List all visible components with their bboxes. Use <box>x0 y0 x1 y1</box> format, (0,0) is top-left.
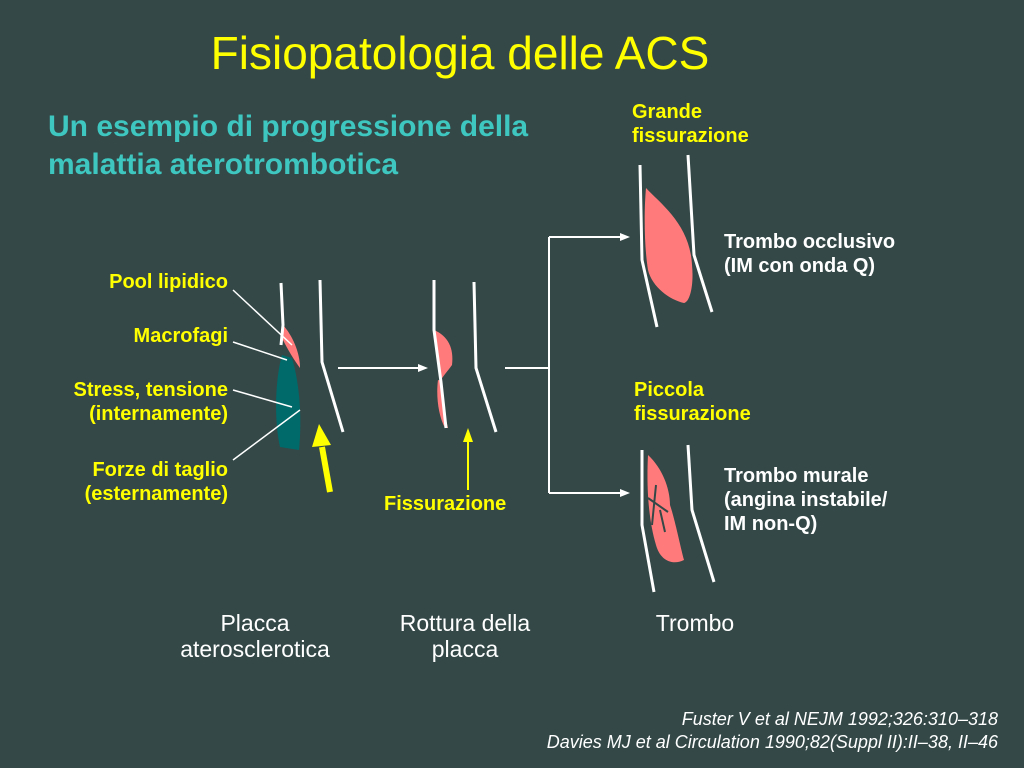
occlusive-thrombus-shape <box>644 188 693 303</box>
vessel-wall-left-4 <box>640 450 656 593</box>
label-piccola-fissurazione: Piccola fissurazione <box>634 378 751 426</box>
label-murale-line-1: Trombo murale <box>724 465 869 487</box>
vessel-wall-right-4 <box>686 444 716 583</box>
rupture-vessel <box>432 280 498 433</box>
label-trombo-murale: Trombo murale (angina instabile/ IM non-… <box>724 464 887 536</box>
label-pool-lipidico: Pool lipidico <box>109 271 228 293</box>
slide-title: Fisiopatologia delle ACS <box>210 27 710 79</box>
label-grande-line-2: fissurazione <box>632 125 749 147</box>
caption-placca-line-1: Placca <box>220 610 290 636</box>
label-forze-line-2: (esternamente) <box>84 483 228 505</box>
lipid-pool-shape <box>283 325 300 368</box>
shear-stress-arrow <box>312 424 333 493</box>
plaque-vessel <box>276 279 345 450</box>
caption-rottura: Rottura della placca <box>370 610 560 662</box>
label-forze-line-1: Forze di taglio <box>92 459 228 481</box>
pointer-macrofagi <box>232 341 288 361</box>
vessel-wall-left-3 <box>638 164 659 328</box>
label-grande-line-1: Grande <box>632 101 703 123</box>
reference-2: Davies MJ et al Circulation 1990;82(Supp… <box>546 732 998 752</box>
occlusive-vessel <box>638 154 714 328</box>
caption-placca-line-2: aterosclerotica <box>180 636 330 662</box>
label-piccola-line-1: Piccola <box>634 379 705 401</box>
label-macrofagi: Macrofagi <box>133 325 228 347</box>
label-occlusivo-line-2: (IM con onda Q) <box>724 255 876 277</box>
label-stress-line-2: (internamente) <box>89 403 228 425</box>
label-murale-line-2: (angina instabile/ <box>724 489 888 511</box>
pointer-forze <box>232 409 301 461</box>
caption-placca: Placca aterosclerotica <box>155 610 355 662</box>
mural-thrombus-shape <box>647 455 684 563</box>
vessel-wall-left-2 <box>432 280 448 429</box>
label-fissurazione: Fissurazione <box>384 493 507 515</box>
label-murale-line-3: IM non-Q) <box>724 513 818 535</box>
pointer-pool <box>232 289 293 346</box>
references: Fuster V et al NEJM 1992;326:310–318 Dav… <box>298 708 998 754</box>
fissure-arrow <box>463 428 473 490</box>
reference-1: Fuster V et al NEJM 1992;326:310–318 <box>681 709 998 729</box>
mural-vessel <box>640 444 716 593</box>
subtitle-line-1: Un esempio di progressione della <box>48 110 529 143</box>
rupture-lipid <box>434 330 453 380</box>
mural-inner-lines <box>647 484 669 533</box>
label-piccola-line-2: fissurazione <box>634 403 751 425</box>
caption-rottura-line-2: placca <box>431 636 499 662</box>
vessel-wall-right <box>318 279 345 433</box>
label-forze: Forze di taglio (esternamente) <box>10 458 228 506</box>
subtitle-line-2: malattia aterotrombotica <box>48 148 399 181</box>
label-stress-line-1: Stress, tensione <box>73 379 228 401</box>
label-grande-fissurazione: Grande fissurazione <box>632 100 749 148</box>
vessel-wall-left <box>279 282 285 346</box>
arrow-to-rupture <box>338 364 428 372</box>
caption-trombo: Trombo <box>655 610 735 636</box>
caption-rottura-line-1: Rottura della <box>399 610 531 636</box>
branch-arrows <box>505 233 630 497</box>
slide-subtitle: Un esempio di progressione della malatti… <box>48 108 628 184</box>
plaque-core <box>276 355 301 450</box>
pointer-stress <box>232 389 293 408</box>
label-trombo-occlusivo: Trombo occlusivo (IM con onda Q) <box>724 230 895 278</box>
label-occlusivo-line-1: Trombo occlusivo <box>724 231 896 253</box>
vessel-wall-right-3 <box>686 154 714 313</box>
vessel-wall-right-2 <box>472 281 498 433</box>
label-stress: Stress, tensione (internamente) <box>10 378 228 426</box>
